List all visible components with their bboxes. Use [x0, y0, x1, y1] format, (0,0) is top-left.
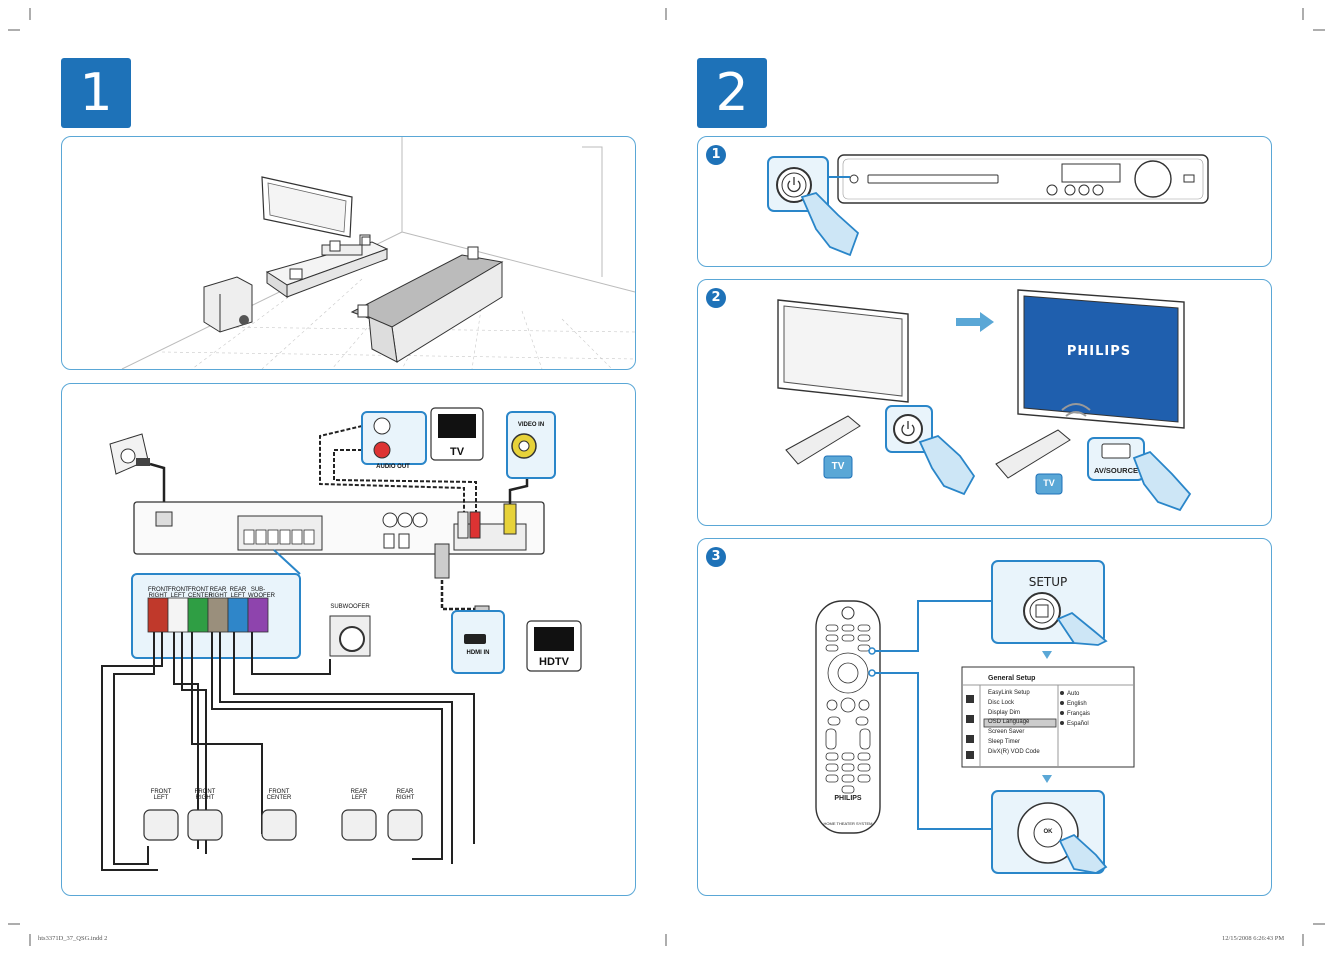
- step2-number: 2: [706, 288, 726, 308]
- wiring-diagram: [101, 407, 582, 871]
- menu-item[interactable]: EasyLink Setup: [988, 690, 1030, 696]
- menu-item[interactable]: Screen Saver: [988, 729, 1025, 736]
- main-unit-back: [133, 501, 545, 555]
- step2-panel: 2 PHILIPS TV TV AV/SOURCE: [697, 279, 1272, 526]
- footer-left: hts3371D_37_QSG.indd 2: [38, 935, 108, 942]
- footer-right: 12/15/2008 6:26:43 PM: [1222, 935, 1285, 942]
- tv-button-label: TV: [831, 461, 845, 472]
- remote-brand: PHILIPS: [834, 795, 862, 802]
- menu-item[interactable]: Sleep Timer: [988, 738, 1021, 745]
- connections-panel: AUDIO OUT VIDEO IN HDMI IN TV HDTV SUBWO…: [61, 383, 636, 896]
- menu-options: Auto English Français Español: [1067, 689, 1090, 729]
- section-number-1: 1: [61, 58, 131, 128]
- audio-out-label: AUDIO OUT: [376, 464, 410, 470]
- ok-label: OK: [1043, 829, 1053, 835]
- tv-on-wall: [261, 176, 353, 238]
- brand-on-screen: PHILIPS: [1066, 344, 1132, 359]
- menu-item[interactable]: Disc Lock: [988, 699, 1015, 706]
- step3-panel: 3: [697, 538, 1272, 896]
- section-number-2: 2: [697, 58, 767, 128]
- remote-model: HOME THEATER SYSTEM: [823, 821, 873, 826]
- step3-number: 3: [706, 547, 726, 567]
- tv-label: TV: [449, 446, 465, 458]
- menu-item[interactable]: Display Dim: [988, 709, 1021, 716]
- setup-label: SETUP: [1028, 575, 1068, 589]
- step1-number: 1: [706, 145, 726, 165]
- setup-illustration: [815, 560, 1135, 874]
- menu-option[interactable]: English: [1067, 701, 1087, 707]
- subwoofer-label: SUBWOOFER: [330, 604, 370, 610]
- menu-title: General Setup: [988, 675, 1036, 682]
- tv-switch-illustration: [777, 289, 1192, 512]
- power-on-illustration: [767, 154, 1209, 257]
- menu-option[interactable]: Auto: [1067, 691, 1080, 697]
- step1-panel: 1: [697, 136, 1272, 267]
- menu-option[interactable]: Español: [1067, 721, 1089, 727]
- room-placement-panel: [61, 136, 636, 370]
- menu-option[interactable]: Français: [1067, 711, 1091, 717]
- menu-item-selected[interactable]: OSD Language: [988, 719, 1030, 726]
- menu-item[interactable]: DivX(R) VOD Code: [988, 748, 1040, 755]
- av-source-label: AV/SOURCE: [1093, 466, 1139, 475]
- menu-items: EasyLink Setup Disc Lock Display Dim OSD…: [988, 689, 1040, 758]
- wall-socket: [109, 433, 150, 475]
- subwoofer: [329, 615, 371, 657]
- hdmi-in-label: HDMI IN: [466, 650, 490, 656]
- video-in-label: VIDEO IN: [517, 422, 545, 428]
- jack-label-subwoofer: SUB-WOOFER: [248, 587, 275, 599]
- room-illustration: [121, 137, 635, 369]
- hdtv-label: HDTV: [539, 656, 569, 668]
- tv-button-label-2: TV: [1043, 478, 1055, 488]
